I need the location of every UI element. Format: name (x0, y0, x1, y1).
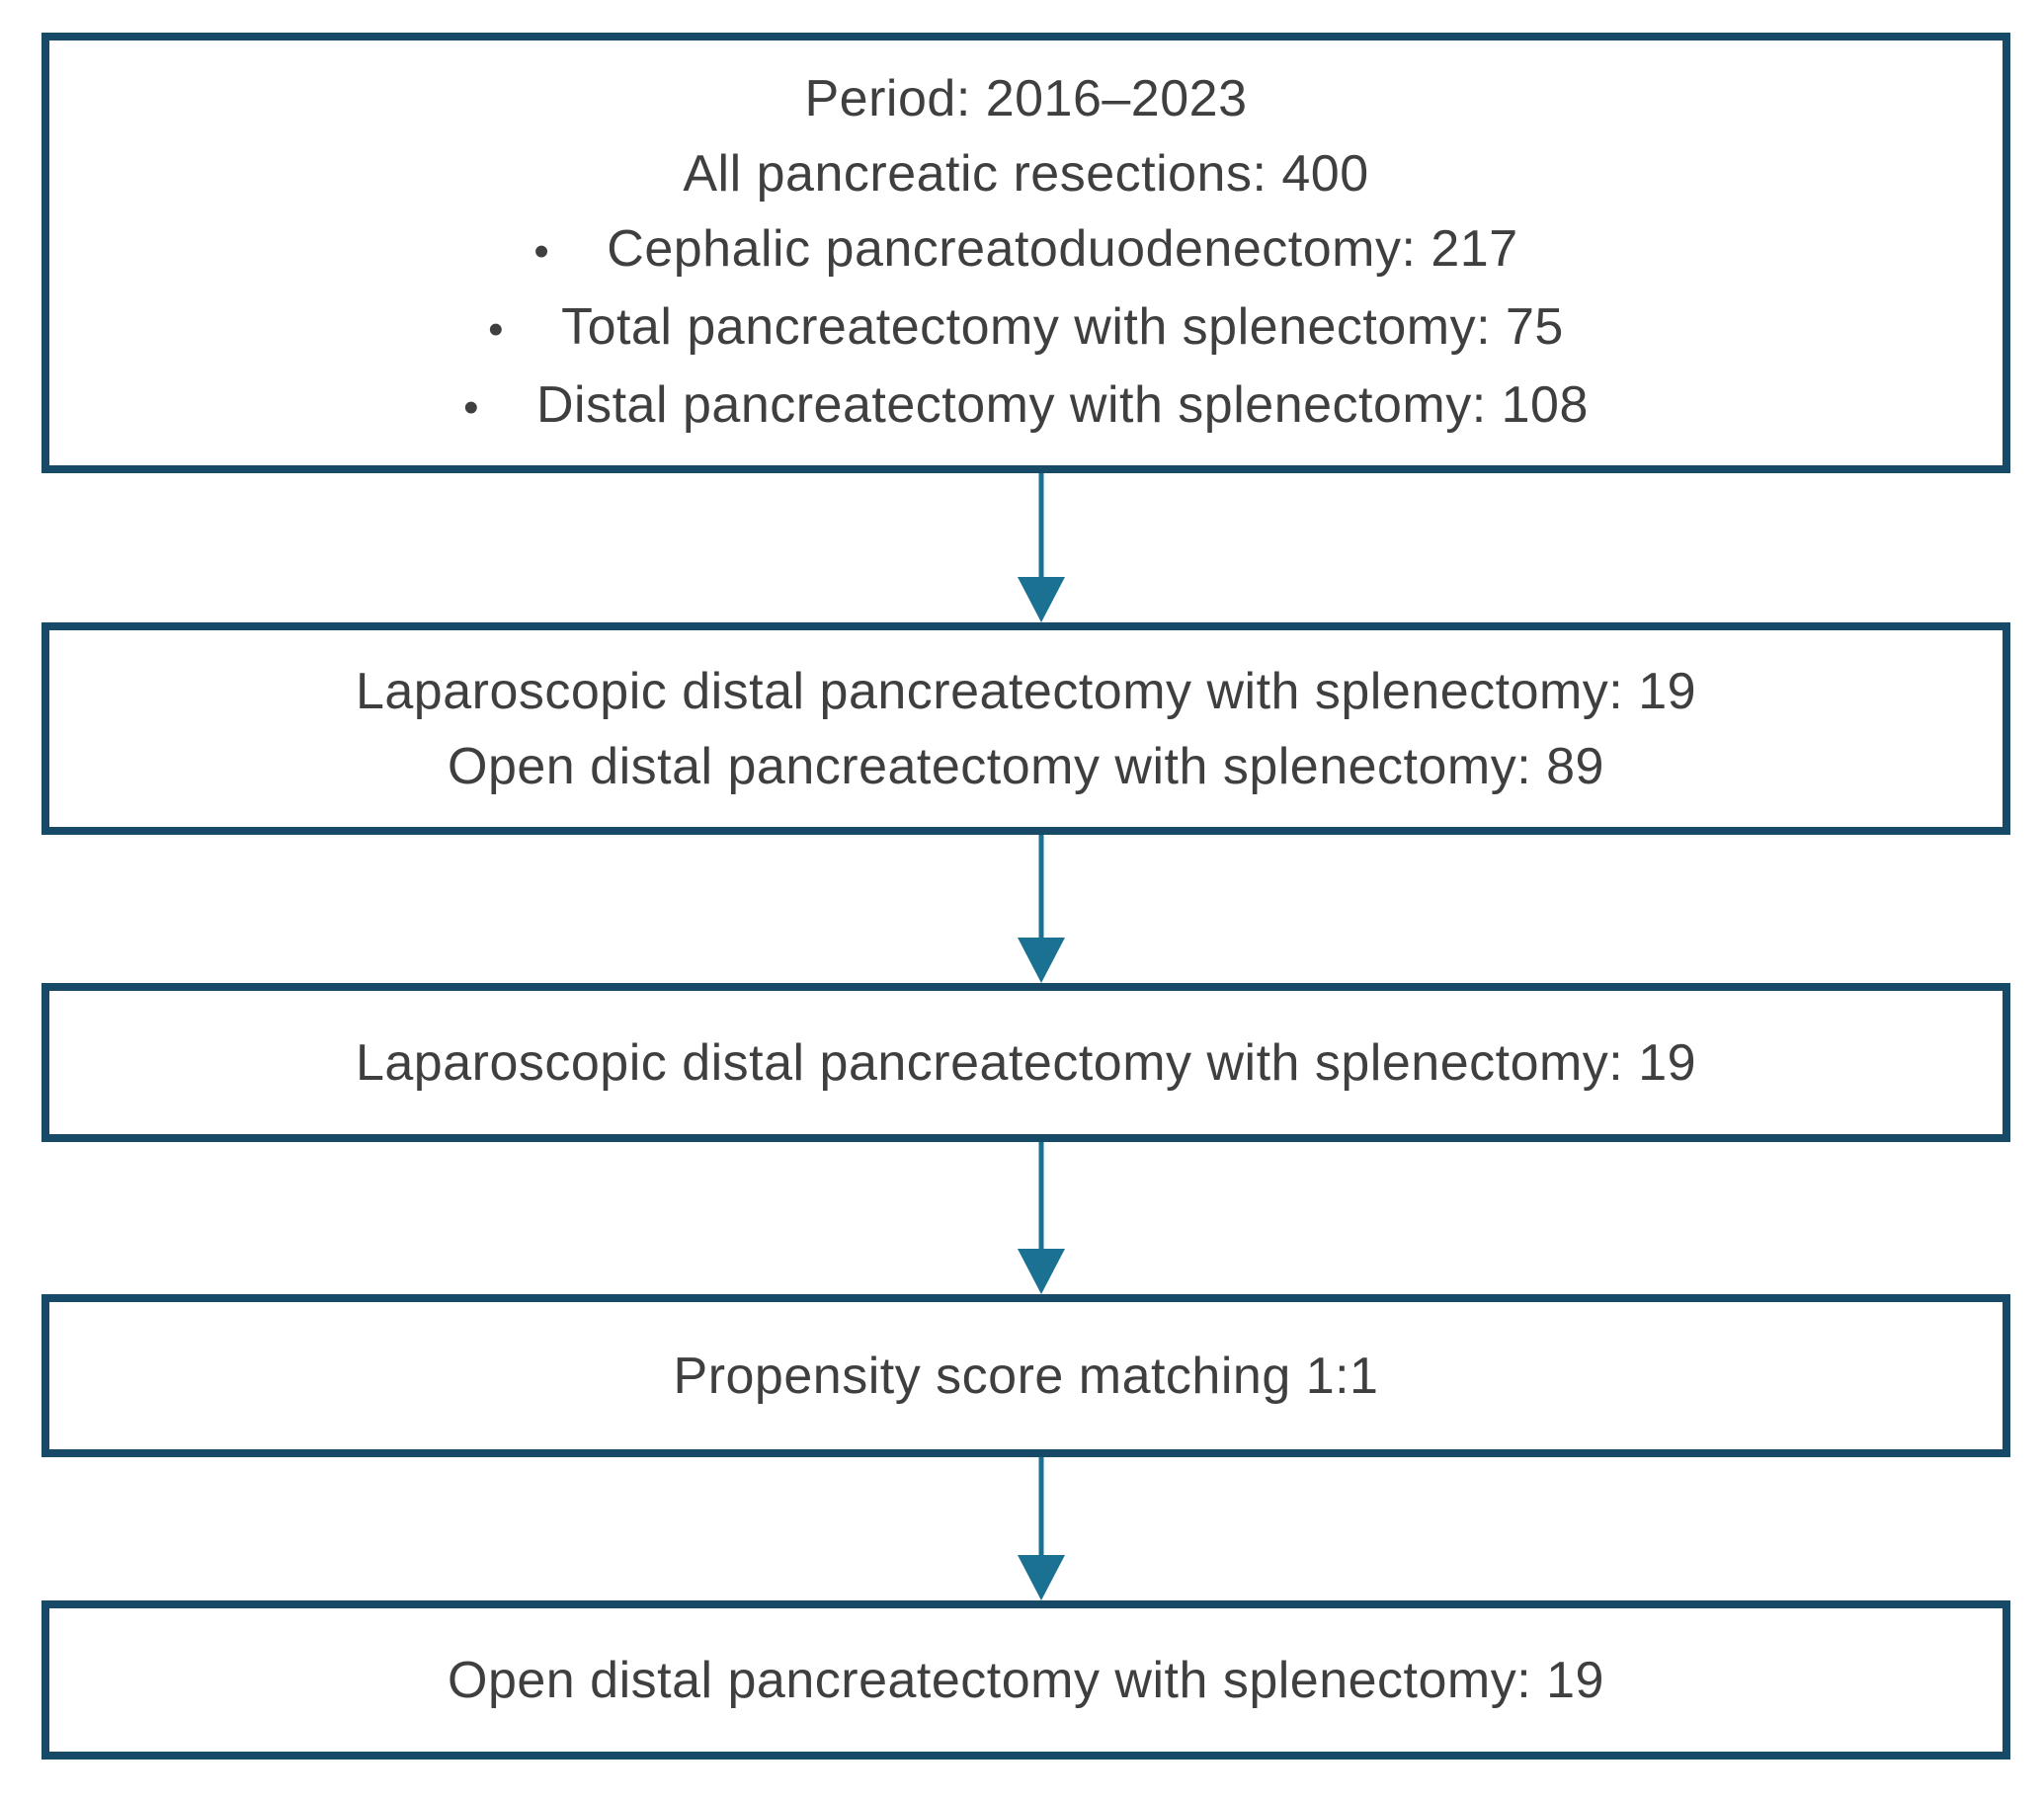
arrow-head-icon (1018, 1249, 1065, 1294)
bullet-item-label: Distal pancreatectomy with splenectomy: … (536, 375, 1589, 434)
laparoscopic-count-label: Laparoscopic distal pancreatectomy with … (355, 662, 1697, 720)
laparoscopic-group-label: Laparoscopic distal pancreatectomy with … (355, 1033, 1697, 1092)
bullet-icon: • (533, 226, 550, 276)
open-matched-group-label: Open distal pancreatectomy with splenect… (448, 1651, 1604, 1709)
propensity-matching-label: Propensity score matching 1:1 (673, 1347, 1379, 1405)
arrow-shaft (1038, 835, 1044, 943)
bullet-icon: • (463, 382, 479, 432)
arrow-shaft (1038, 473, 1044, 583)
bullet-item-label: Cephalic pancreatoduodenectomy: 217 (607, 219, 1518, 278)
arrow-head-icon (1018, 938, 1065, 983)
bullet-list-item-cephalic: • Cephalic pancreatoduodenectomy: 217 (533, 211, 1517, 289)
bullet-icon: • (488, 304, 505, 354)
arrow-shaft (1038, 1457, 1044, 1561)
flow-arrow-2 (1018, 835, 1065, 983)
box-propensity-matching: Propensity score matching 1:1 (41, 1294, 2010, 1457)
flow-arrow-4 (1018, 1457, 1065, 1600)
flow-arrow-1 (1018, 473, 1065, 622)
arrow-head-icon (1018, 577, 1065, 622)
box-dps-approach-split: Laparoscopic distal pancreatectomy with … (41, 622, 2010, 835)
open-count-label: Open distal pancreatectomy with splenect… (448, 737, 1604, 795)
bullet-item-label: Total pancreatectomy with splenectomy: 7… (561, 297, 1564, 356)
bullet-list-item-distal: • Distal pancreatectomy with splenectomy… (463, 368, 1589, 446)
box-all-pancreatic-resections: Period: 2016–2023 All pancreatic resecti… (41, 33, 2010, 473)
box-laparoscopic-group: Laparoscopic distal pancreatectomy with … (41, 983, 2010, 1142)
flow-arrow-3 (1018, 1142, 1065, 1294)
arrow-head-icon (1018, 1555, 1065, 1600)
period-label: Period: 2016–2023 (804, 69, 1248, 127)
box-open-matched-group: Open distal pancreatectomy with splenect… (41, 1600, 2010, 1760)
arrow-shaft (1038, 1142, 1044, 1255)
all-resections-label: All pancreatic resections: 400 (683, 144, 1369, 203)
bullet-list-item-total: • Total pancreatectomy with splenectomy:… (488, 289, 1564, 368)
